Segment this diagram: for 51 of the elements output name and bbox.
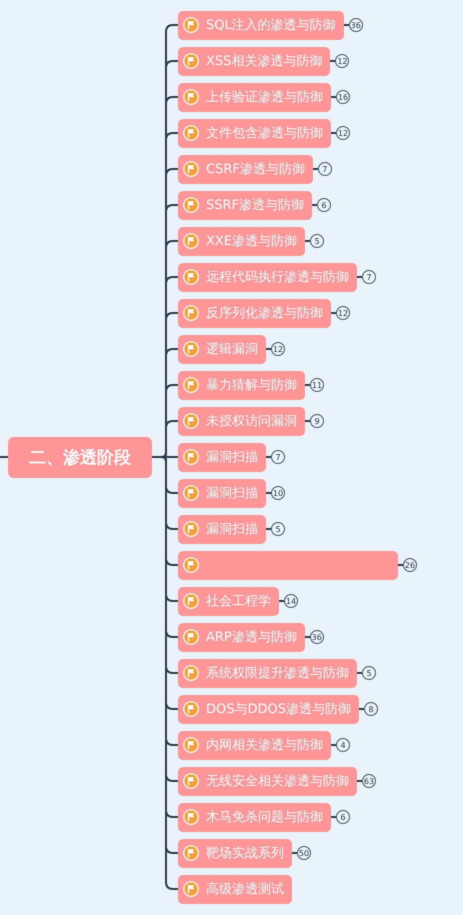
topic-label: 暴力猜解与防御 [206, 377, 297, 394]
topic-box [178, 406, 305, 436]
topic-box [178, 658, 357, 688]
connector-line [0, 456, 8, 458]
topic-box [178, 370, 305, 400]
topic-label: 漏洞扫描 [206, 449, 258, 466]
topic-box [178, 586, 279, 616]
topic-label: 远程代码执行渗透与防御 [206, 269, 349, 286]
topic-box [178, 550, 398, 580]
topic-label: 上传验证渗透与防御 [206, 89, 323, 106]
topic-box [178, 838, 292, 868]
topic-label: 漏洞扫描 [206, 521, 258, 538]
topic-label: 系统权限提升渗透与防御 [206, 665, 349, 682]
topic-box [178, 730, 331, 760]
topic-box [178, 442, 266, 472]
topic-label: CSRF渗透与防御 [206, 161, 305, 178]
topic-label: 社会工程学 [206, 593, 271, 610]
topic-label: 内网相关渗透与防御 [206, 737, 323, 754]
topic-box [178, 694, 359, 724]
topic-label: 文件包含渗透与防御 [206, 125, 323, 142]
root-topic-box: 二、渗透阶段 [8, 437, 152, 478]
topic-label: 逻辑漏洞 [206, 341, 258, 358]
topic-box [178, 190, 312, 220]
topic-box [178, 334, 266, 364]
topic-box [178, 118, 331, 148]
topic-label: SQL注入的渗透与防御 [206, 17, 336, 34]
topic-box [178, 262, 357, 292]
topic-box [178, 226, 306, 256]
topic-label: ARP渗透与防御 [206, 629, 297, 646]
topic-box [178, 10, 344, 40]
topic-box [178, 82, 331, 112]
topic-label: 靶场实战系列 [206, 845, 284, 862]
topic-label: 木马免杀问题与防御 [206, 809, 323, 826]
topic-box [178, 874, 292, 904]
topic-label: XSS相关渗透与防御 [206, 53, 322, 70]
topic-label: XXE渗透与防御 [206, 233, 298, 250]
topic-box [178, 46, 330, 76]
topic-box [178, 766, 357, 796]
topic-label: 无线安全相关渗透与防御 [206, 773, 349, 790]
topic-label: 高级渗透测试 [206, 881, 284, 898]
topic-box [178, 478, 266, 508]
topic-label: 漏洞扫描 [206, 485, 258, 502]
topic-box [178, 154, 313, 184]
topic-box [178, 622, 305, 652]
topic-box [178, 514, 266, 544]
topic-label: DOS与DDOS渗透与防御 [206, 701, 351, 718]
topic-label: 未授权访问漏洞 [206, 413, 297, 430]
topic-label: 反序列化渗透与防御 [206, 305, 323, 322]
topic-box [178, 802, 331, 832]
topic-box [178, 298, 331, 328]
topic-label: SSRF渗透与防御 [206, 197, 304, 214]
